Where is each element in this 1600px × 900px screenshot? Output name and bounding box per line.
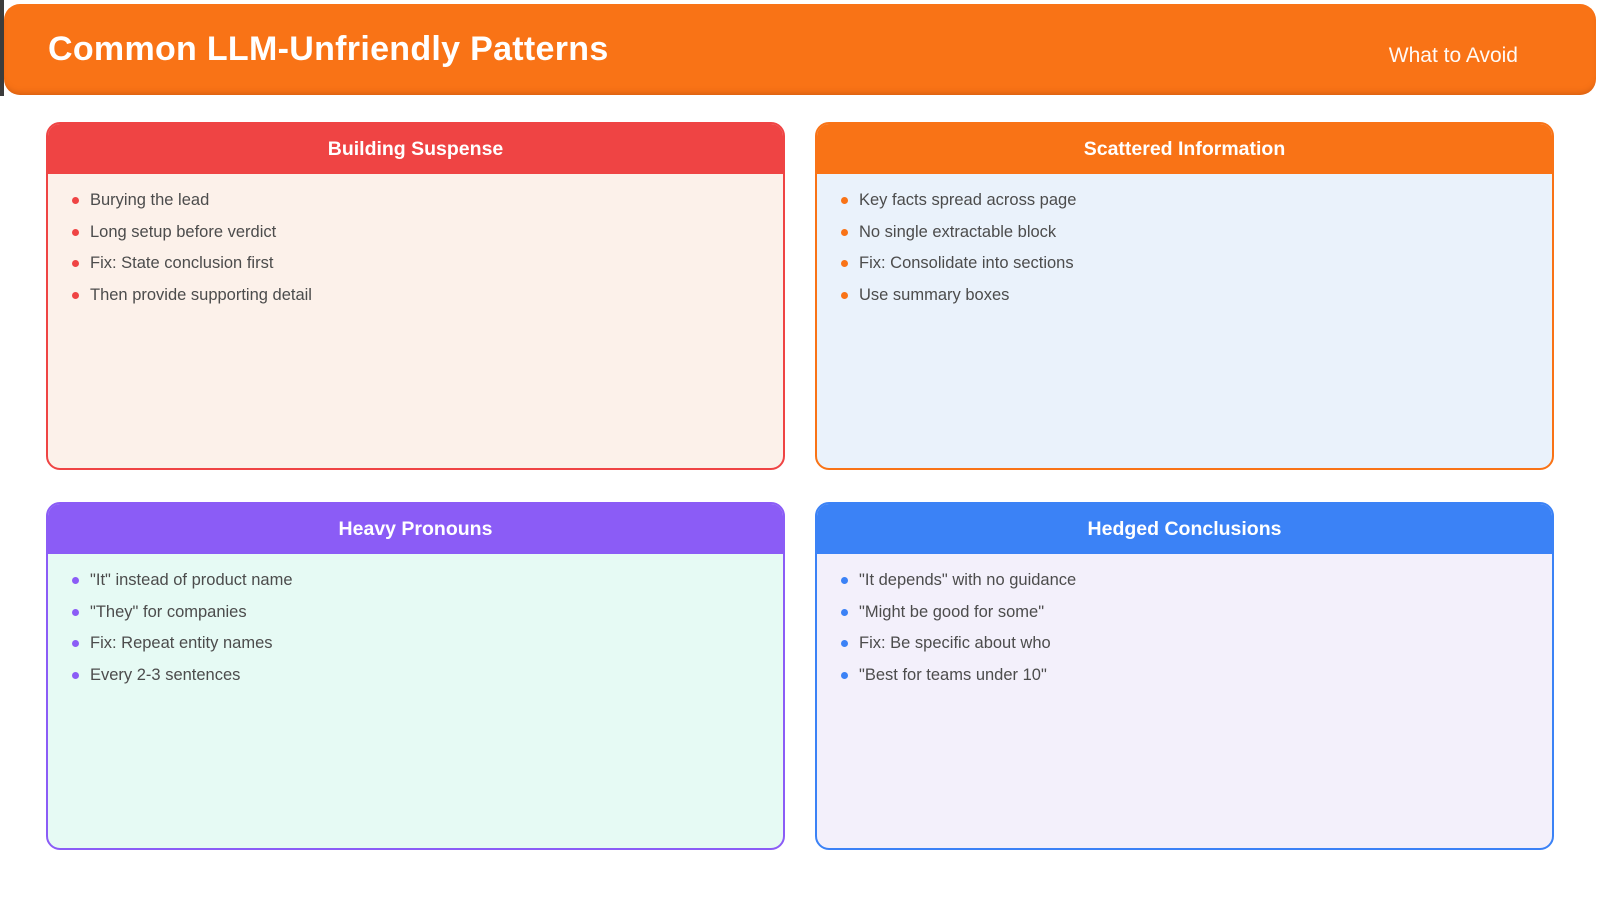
list-item-text: "They" for companies [90,602,247,621]
page-title: Common LLM-Unfriendly Patterns [48,30,609,68]
bullet-dot-icon [72,608,79,616]
list-item: Then provide supporting detail [72,280,759,312]
bullet-dot-icon [841,228,848,236]
card-header: Hedged Conclusions [817,504,1552,554]
card-body-list: Burying the lead Long setup before verdi… [48,174,783,322]
bullet-dot-icon [72,577,79,585]
card-scattered-information: Scattered Information Key facts spread a… [815,122,1554,470]
bullet-dot-icon [72,228,79,236]
list-item-text: Then provide supporting detail [90,285,312,304]
list-item: "It depends" with no guidance [841,565,1528,597]
list-item-text: Fix: Repeat entity names [90,634,273,653]
list-item-text: "It" instead of product name [90,571,293,590]
header-subtitle: What to Avoid [1388,43,1518,67]
list-item: Every 2-3 sentences [72,660,759,692]
window-edge-artifact [0,0,4,96]
list-item-text: Every 2-3 sentences [90,665,241,684]
bullet-dot-icon [841,291,848,299]
list-item-text: No single extractable block [859,222,1057,241]
card-title: Building Suspense [327,137,504,160]
list-item: Fix: State conclusion first [72,248,759,280]
list-item-text: Fix: Be specific about who [859,634,1051,653]
list-item: Burying the lead [72,185,759,217]
list-item: Key facts spread across page [841,185,1528,217]
list-item-text: Key facts spread across page [859,191,1077,210]
card-body-list: Key facts spread across page No single e… [817,174,1552,322]
bullet-dot-icon [841,260,848,268]
bullet-dot-icon [72,260,79,268]
header-banner: Common LLM-Unfriendly Patterns What to A… [4,4,1596,95]
list-item-text: "Might be good for some" [859,602,1045,621]
card-heavy-pronouns: Heavy Pronouns "It" instead of product n… [46,502,785,850]
card-body-list: "It" instead of product name "They" for … [48,554,783,702]
card-title: Heavy Pronouns [338,517,493,540]
list-item: "They" for companies [72,597,759,629]
list-item-text: Use summary boxes [859,285,1010,304]
card-building-suspense: Building Suspense Burying the lead Long … [46,122,785,470]
bullet-dot-icon [72,291,79,299]
bullet-dot-icon [841,197,848,205]
list-item: "Best for teams under 10" [841,660,1528,692]
bullet-dot-icon [72,197,79,205]
list-item: Use summary boxes [841,280,1528,312]
card-title: Scattered Information [1083,137,1286,160]
bullet-dot-icon [841,577,848,585]
bullet-dot-icon [841,671,848,679]
bullet-dot-icon [841,608,848,616]
list-item: Fix: Be specific about who [841,628,1528,660]
list-item-text: Fix: State conclusion first [90,254,274,273]
card-header: Building Suspense [48,124,783,174]
list-item-text: "Best for teams under 10" [859,665,1047,684]
bullet-dot-icon [72,640,79,648]
card-title: Hedged Conclusions [1087,517,1282,540]
card-body-list: "It depends" with no guidance "Might be … [817,554,1552,702]
list-item: Long setup before verdict [72,217,759,249]
list-item-text: Long setup before verdict [90,222,277,241]
bullet-dot-icon [72,671,79,679]
list-item: Fix: Repeat entity names [72,628,759,660]
list-item: "It" instead of product name [72,565,759,597]
cards-grid: Building Suspense Burying the lead Long … [46,122,1554,850]
list-item: "Might be good for some" [841,597,1528,629]
list-item: No single extractable block [841,217,1528,249]
list-item-text: Burying the lead [90,191,210,210]
card-hedged-conclusions: Hedged Conclusions "It depends" with no … [815,502,1554,850]
bullet-dot-icon [841,640,848,648]
list-item: Fix: Consolidate into sections [841,248,1528,280]
list-item-text: "It depends" with no guidance [859,571,1077,590]
card-header: Scattered Information [817,124,1552,174]
card-header: Heavy Pronouns [48,504,783,554]
list-item-text: Fix: Consolidate into sections [859,254,1074,273]
